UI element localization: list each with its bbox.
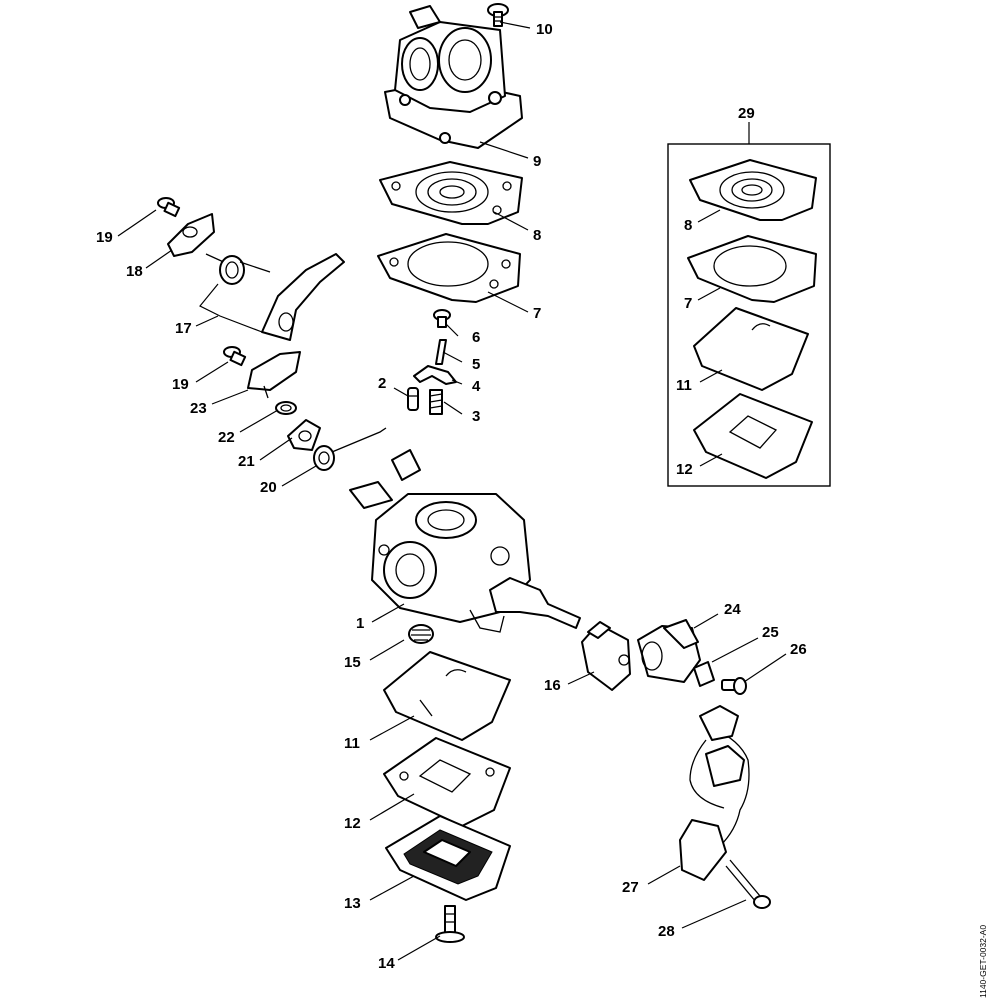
- part-22-spring-clip[interactable]: [275, 401, 297, 415]
- part-24-valve[interactable]: [637, 619, 701, 683]
- part-21-cam[interactable]: [287, 419, 321, 451]
- part-23-lever[interactable]: [247, 351, 301, 399]
- callout-19-upper: 19: [96, 229, 113, 246]
- kit-callout-12: 12: [676, 461, 693, 478]
- reference-code: 1140-GET-0032-A0: [978, 925, 988, 998]
- part-26-screw[interactable]: [721, 677, 747, 695]
- part-14-screw[interactable]: [435, 905, 465, 943]
- callout-19-lower: 19: [172, 376, 189, 393]
- callout-4: 4: [472, 378, 481, 395]
- part-2-needle[interactable]: [407, 387, 419, 411]
- part-27-module-harness[interactable]: [679, 705, 750, 881]
- part-17-bracket-line: [199, 283, 263, 333]
- callout-24: 24: [724, 601, 741, 618]
- part-16-actuator[interactable]: [581, 621, 631, 691]
- part-18-bracket[interactable]: [167, 213, 215, 257]
- callout-22: 22: [218, 429, 235, 446]
- part-13-pump-cover[interactable]: [385, 815, 511, 901]
- part-7-gasket[interactable]: [377, 233, 521, 303]
- kit-7-gasket[interactable]: [687, 235, 817, 303]
- part-8-diaphragm[interactable]: [379, 161, 523, 225]
- callout-15: 15: [344, 654, 361, 671]
- part-28-screw[interactable]: [725, 859, 771, 909]
- callout-20: 20: [260, 479, 277, 496]
- callout-8: 8: [533, 227, 541, 244]
- callout-6: 6: [472, 329, 480, 346]
- part-10-screw[interactable]: [487, 3, 509, 27]
- kit-11-diaphragm[interactable]: [693, 307, 809, 391]
- part-3-spring[interactable]: [429, 389, 443, 415]
- part-9-housing[interactable]: [384, 5, 523, 149]
- callout-9: 9: [533, 153, 541, 170]
- part-17-spring[interactable]: [205, 253, 271, 285]
- kit-callout-8: 8: [684, 217, 692, 234]
- callout-18: 18: [126, 263, 143, 280]
- callout-17: 17: [175, 320, 192, 337]
- kit-12-gasket[interactable]: [693, 393, 813, 479]
- part-12-pump-gasket[interactable]: [383, 737, 511, 827]
- callout-3: 3: [472, 408, 480, 425]
- callout-27: 27: [622, 879, 639, 896]
- callout-10: 10: [536, 21, 553, 38]
- part-20-spring[interactable]: [313, 427, 387, 471]
- part-25-clip[interactable]: [693, 661, 715, 687]
- callout-16: 16: [544, 677, 561, 694]
- kit-callout-11: 11: [676, 377, 692, 394]
- leader-lines: [117, 21, 787, 961]
- callout-1: 1: [356, 615, 364, 632]
- part-6-screw[interactable]: [433, 309, 451, 328]
- callout-11: 11: [344, 735, 360, 752]
- callout-23: 23: [190, 400, 207, 417]
- part-11-pump-diaphragm[interactable]: [383, 651, 511, 741]
- callout-14: 14: [378, 955, 395, 972]
- part-4-lever[interactable]: [413, 365, 457, 385]
- kit-8-diaphragm[interactable]: [689, 159, 817, 221]
- callout-28: 28: [658, 923, 675, 940]
- callout-29: 29: [738, 105, 755, 122]
- part-1-carburetor-body[interactable]: [349, 449, 581, 633]
- callout-21: 21: [238, 453, 255, 470]
- callout-5: 5: [472, 356, 480, 373]
- part-5-pin[interactable]: [435, 339, 447, 365]
- part-19-screw-upper[interactable]: [157, 197, 181, 218]
- callout-26: 26: [790, 641, 807, 658]
- callout-25: 25: [762, 624, 779, 641]
- callout-13: 13: [344, 895, 361, 912]
- callout-7: 7: [533, 305, 541, 322]
- part-19-screw-lower[interactable]: [223, 346, 247, 367]
- callout-2: 2: [378, 375, 386, 392]
- kit-callout-7: 7: [684, 295, 692, 312]
- part-15-screen[interactable]: [408, 624, 434, 644]
- callout-12: 12: [344, 815, 361, 832]
- part-17-lever[interactable]: [261, 253, 345, 341]
